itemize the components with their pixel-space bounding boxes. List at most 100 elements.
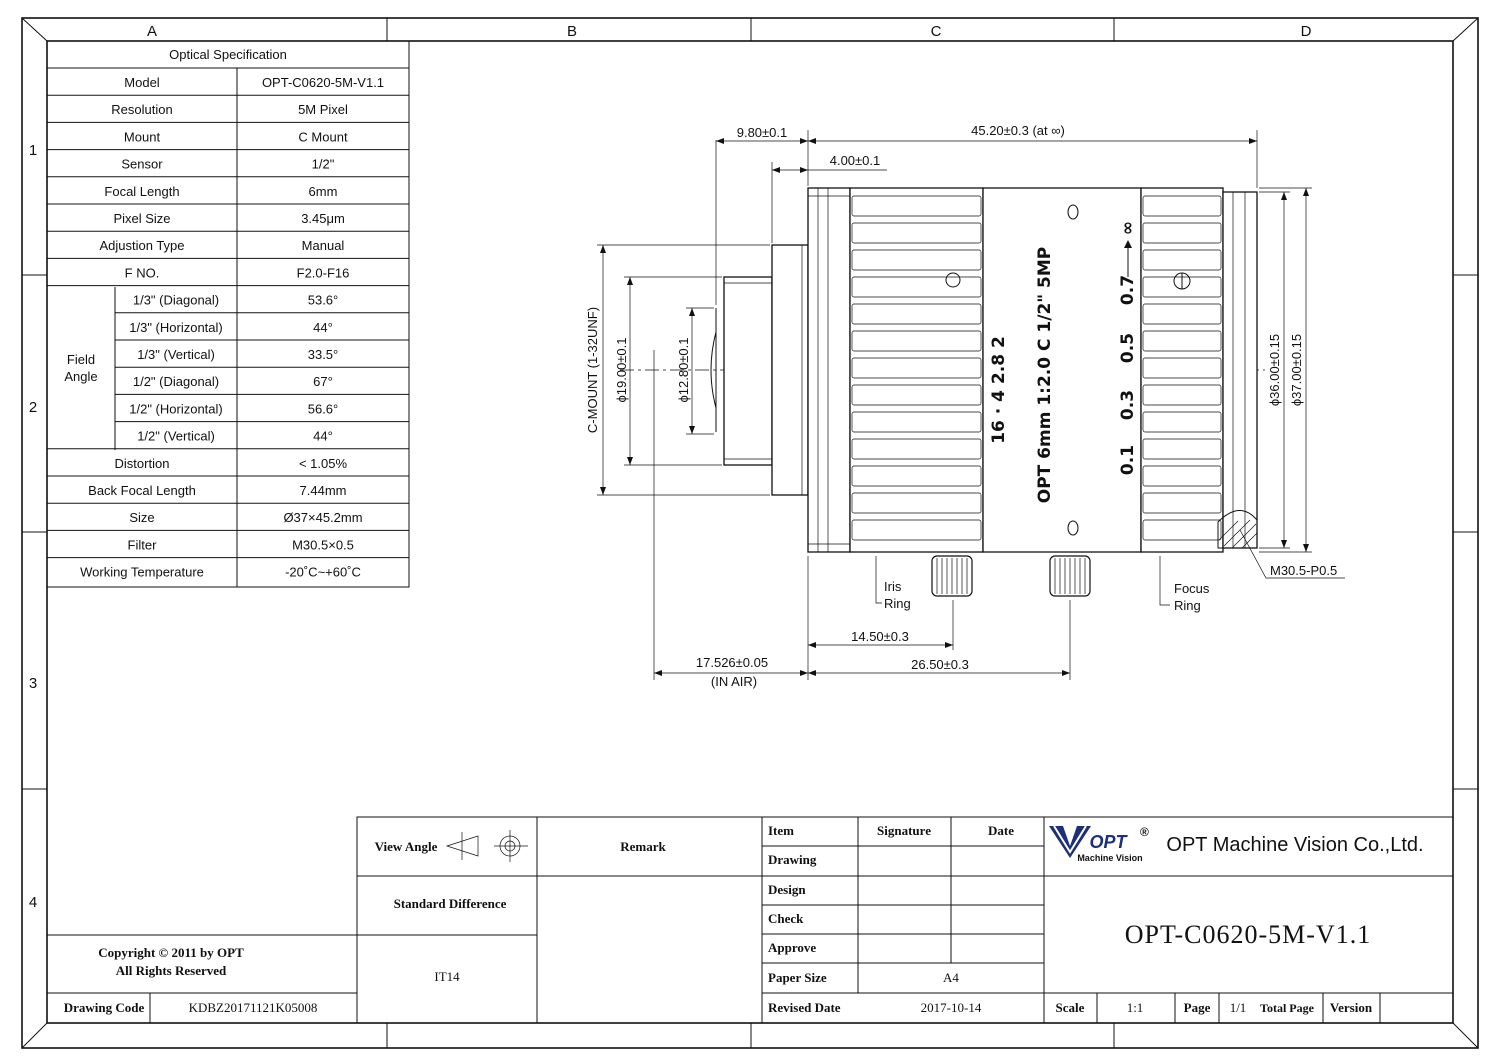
spec-value: 6mm [309,184,338,199]
zone-label-3: 3 [29,675,37,692]
dim-back-focal: 17.526±0.05 [696,655,768,670]
drawing-code-label: Drawing Code [64,1000,145,1015]
view-angle-label: View Angle [375,839,438,854]
spec-value: 3.45μm [301,211,345,226]
lens-body-engraved [982,187,1142,553]
field-angle-label-2: Angle [64,369,97,384]
total-page-label: Total Page [1260,1001,1315,1015]
logo-wordmark: OPT [1089,832,1128,852]
spec-value: C Mount [298,129,348,144]
callout-focus: Focus [1174,581,1210,596]
field-angle-label: Field [67,352,95,367]
remark-label: Remark [620,839,666,854]
focus-scale-mark: 0.7 [1118,275,1138,305]
zone-label-d: D [1301,23,1312,40]
dim-total-length: 45.20±0.3 (at ∞) [971,123,1065,138]
field-angle-value: 67° [313,374,333,389]
paper-size-label: Paper Size [768,970,827,985]
tolerance-value: IT14 [434,969,460,984]
drawing-role-label: Drawing [768,852,817,867]
dim-c-mount-thread: C-MOUNT (1-32UNF) [585,307,600,433]
logo-registered-mark: ® [1140,825,1149,839]
paper-size-value: A4 [943,970,959,985]
spec-value: M30.5×0.5 [292,537,354,552]
focus-ring [1140,187,1224,553]
focus-arrow-head [1124,240,1132,248]
spec-table-title: Optical Specification [169,47,287,62]
copyright-line-1: Copyright © 2011 by OPT [98,945,244,960]
lens-drawing: OPT 6mm 1:2.0 C 1/2" 5MP 16 · 4 2.8 2 0.… [585,123,1345,689]
design-role-label: Design [768,882,806,897]
spec-label: Model [124,75,160,90]
dim-mount-length: 4.00±0.1 [830,153,881,168]
front-thread [1222,191,1258,549]
field-angle-sub: 1/2" (Diagonal) [133,374,219,389]
spec-label: Mount [124,129,161,144]
engraving-model: OPT 6mm 1:2.0 C 1/2" 5MP [1035,247,1055,504]
callout-focus-ring: Ring [1174,598,1201,613]
zone-label-b: B [567,23,577,40]
revised-date-value: 2017-10-14 [921,1000,982,1015]
spec-value: F2.0-F16 [297,265,350,280]
spec-label: Sensor [121,157,163,172]
dim-diameter-19: ϕ19.00±0.1 [614,337,629,402]
lens-body-front [807,187,851,553]
engraving-aperture: 16 · 4 2.8 2 [989,336,1009,444]
part-number: OPT-C0620-5M-V1.1 [1125,920,1371,949]
c-mount-thread [771,244,809,496]
spec-label: Resolution [111,102,172,117]
drawing-code-value: KDBZ20171121K05008 [189,1000,318,1015]
spec-label: Focal Length [104,184,179,199]
revised-date-label: Revised Date [768,1000,841,1015]
field-angle-sub: 1/3" (Diagonal) [133,293,219,308]
approve-role-label: Approve [768,940,816,955]
signature-label: Signature [877,823,931,838]
dim-iris-position: 14.50±0.3 [851,629,909,644]
standard-difference-label: Standard Difference [394,896,507,911]
logo-subtitle: Machine Vision [1077,853,1142,863]
spec-label: Working Temperature [80,565,204,580]
spec-value: < 1.05% [299,456,348,471]
spec-value: Manual [302,238,345,253]
callout-iris-ring: Ring [884,596,911,611]
spec-label: Pixel Size [113,211,170,226]
page-value: 1/1 [1230,1000,1247,1015]
dim-back-focal-note: (IN AIR) [711,674,757,689]
field-angle-value: 44° [313,320,333,335]
title-block: View Angle Remark Standard Difference IT… [47,816,1454,1024]
rear-barrel [723,276,773,466]
field-angle-sub: 1/2" (Vertical) [137,429,215,444]
field-angle-sub: 1/3" (Vertical) [137,347,215,362]
spec-value: 5M Pixel [298,102,348,117]
dim-diameter-12-8: ϕ12.80±0.1 [676,337,691,402]
spec-value: -20˚C~+60˚C [285,565,361,580]
item-label: Item [768,823,794,838]
projection-cone-icon [445,835,479,857]
zone-label-1: 1 [29,142,37,159]
field-angle-value: 33.5° [308,347,339,362]
sheet-frame [21,17,1479,1049]
spec-label: F NO. [125,265,160,280]
field-angle-sub: 1/2" (Horizontal) [129,401,222,416]
copyright-line-2: All Rights Reserved [116,963,227,978]
spec-label: Back Focal Length [88,483,196,498]
field-angle-sub: 1/3" (Horizontal) [129,320,222,335]
field-angle-value: 44° [313,429,333,444]
zone-label-4: 4 [29,894,37,911]
page-label: Page [1184,1000,1211,1015]
company-name: OPT Machine Vision Co.,Ltd. [1166,834,1423,856]
spec-label: Filter [128,537,158,552]
spec-value: 7.44mm [300,483,347,498]
opt-logo: OPT ® Machine Vision [1049,825,1149,863]
callout-filter-thread: M30.5-P0.5 [1270,563,1337,578]
zone-label-a: A [147,23,157,40]
scale-value: 1:1 [1127,1000,1144,1015]
focus-scale-mark: 0.5 [1118,333,1138,363]
spec-label: Size [129,510,154,525]
focus-scale-mark: 0.3 [1118,390,1138,420]
iris-ring [849,187,984,553]
focus-scale-mark: 0.1 [1118,445,1138,475]
spec-value: Ø37×45.2mm [283,510,362,525]
check-role-label: Check [768,911,804,926]
